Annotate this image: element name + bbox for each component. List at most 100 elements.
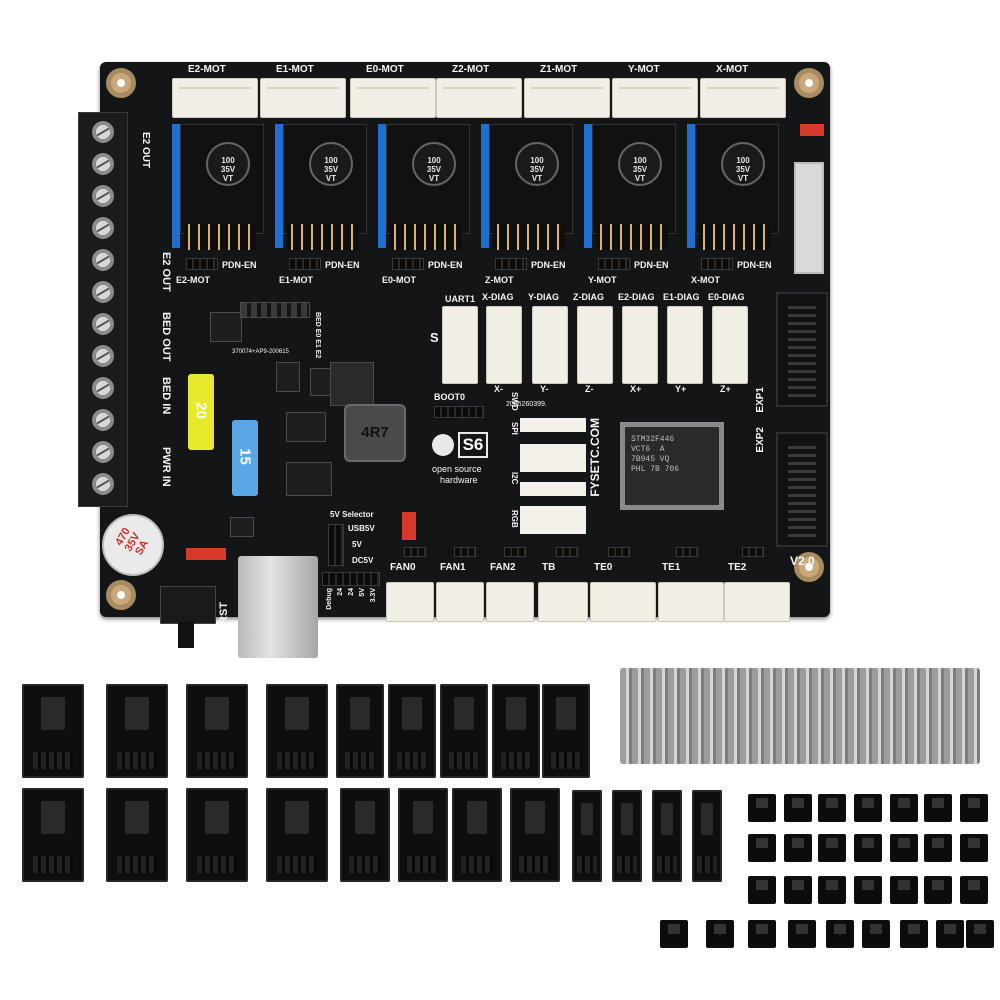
jumper-cap <box>854 876 882 904</box>
motor-label: Y-MOT <box>628 64 660 75</box>
endstop-connector[interactable] <box>532 306 568 384</box>
uart-connector[interactable] <box>442 306 478 384</box>
header-label: SPI <box>510 422 519 435</box>
jumper-cap <box>748 794 776 822</box>
fan-connector[interactable] <box>724 582 790 622</box>
fuse-rating: 15 <box>236 448 254 465</box>
terminal-screw[interactable] <box>92 409 114 431</box>
pdn-jumper[interactable] <box>495 258 527 270</box>
fan-connector[interactable] <box>486 582 534 622</box>
motor-connector[interactable] <box>524 78 610 118</box>
red-jumper[interactable] <box>402 512 416 540</box>
motor-connector[interactable] <box>260 78 346 118</box>
driver-pins <box>493 224 565 250</box>
endstop-connector[interactable] <box>622 306 658 384</box>
endstop-connector[interactable] <box>577 306 613 384</box>
terminal-screw[interactable] <box>92 281 114 303</box>
reset-button[interactable] <box>178 622 194 648</box>
smd-chip <box>286 412 326 442</box>
jumper-cap <box>960 834 988 862</box>
motor-connector[interactable] <box>172 78 258 118</box>
terminal-screw[interactable] <box>92 473 114 495</box>
terminal-screw[interactable] <box>92 345 114 367</box>
pdn-jumper[interactable] <box>701 258 733 270</box>
exp1-connector[interactable] <box>776 292 828 407</box>
terminal-screw[interactable] <box>92 249 114 271</box>
version-label: V2.0 <box>790 554 815 568</box>
terminal-screw[interactable] <box>92 441 114 463</box>
terminal-screw[interactable] <box>92 377 114 399</box>
endstop-connector[interactable] <box>486 306 522 384</box>
diag-label: Z-DIAG <box>573 292 604 302</box>
fan-connector[interactable] <box>386 582 434 622</box>
capacitor-marking: 100 35V VT <box>426 156 442 183</box>
motor-label: Z1-MOT <box>540 64 578 75</box>
motor-connector[interactable] <box>700 78 786 118</box>
connector-pins <box>707 87 779 99</box>
jumper-cap <box>784 794 812 822</box>
boot-jumper[interactable] <box>434 406 484 418</box>
fan-connector[interactable] <box>590 582 656 622</box>
jumper-cap <box>748 920 776 948</box>
rst-label: RST <box>218 602 230 624</box>
pdn-jumper[interactable] <box>186 258 218 270</box>
fuse-rating: 20 <box>192 402 210 419</box>
fan-jumper[interactable] <box>556 547 578 557</box>
connector-housing-small <box>692 790 722 882</box>
motor-connector[interactable] <box>436 78 522 118</box>
connector-pins <box>179 87 251 99</box>
red-jumper[interactable] <box>186 548 226 560</box>
capacitor-marking: 470 35V SA <box>113 525 152 558</box>
red-jumper[interactable] <box>800 124 824 136</box>
usb-port[interactable] <box>238 556 318 658</box>
pdn-jumper[interactable] <box>289 258 321 270</box>
endstop-label: X+ <box>630 384 642 394</box>
header-white[interactable] <box>520 418 586 432</box>
terminal-screw[interactable] <box>92 217 114 239</box>
fan-jumper[interactable] <box>504 547 526 557</box>
connector-housing <box>266 788 328 882</box>
fan-jumper[interactable] <box>454 547 476 557</box>
header-white[interactable] <box>520 482 586 496</box>
jumper-cap <box>784 876 812 904</box>
fan-jumper[interactable] <box>676 547 698 557</box>
terminal-screw[interactable] <box>92 313 114 335</box>
motor-connector[interactable] <box>612 78 698 118</box>
fan-jumper[interactable] <box>608 547 630 557</box>
debug-header[interactable] <box>322 572 380 586</box>
fan-connector[interactable] <box>436 582 484 622</box>
pdn-jumper[interactable] <box>598 258 630 270</box>
fan-connector[interactable] <box>538 582 588 622</box>
motor-label: E2-MOT <box>188 64 226 75</box>
motor-connector[interactable] <box>350 78 436 118</box>
smd-chip <box>230 517 254 537</box>
header-white[interactable] <box>520 506 586 534</box>
smd-chip <box>276 362 300 392</box>
exp2-connector[interactable] <box>776 432 828 547</box>
capacitor-marking: 100 35V VT <box>529 156 545 183</box>
header-white[interactable] <box>520 444 586 472</box>
endstop-connector[interactable] <box>712 306 748 384</box>
jumper-cap <box>854 834 882 862</box>
fan-jumper[interactable] <box>404 547 426 557</box>
debug-label: 24 <box>337 588 344 596</box>
mounting-hole <box>106 580 136 610</box>
fan-jumper[interactable] <box>742 547 764 557</box>
ribbon-connector[interactable] <box>794 162 824 274</box>
terminal-screw[interactable] <box>92 121 114 143</box>
jumper-cap <box>784 834 812 862</box>
selector-option: 5V <box>352 540 362 549</box>
fan-connector[interactable] <box>658 582 724 622</box>
reset-button-body <box>160 586 216 624</box>
pdn-jumper[interactable] <box>392 258 424 270</box>
selector-header[interactable] <box>328 524 344 566</box>
endstop-connector[interactable] <box>667 306 703 384</box>
diag-label: X-DIAG <box>482 292 514 302</box>
side-label: PWR IN <box>160 447 172 487</box>
terminal-screw[interactable] <box>92 153 114 175</box>
header-label: SWD <box>510 392 519 411</box>
pdn-label: PDN-EN <box>428 260 463 270</box>
terminal-screw[interactable] <box>92 185 114 207</box>
connector-housing <box>106 684 168 778</box>
driver-capacitor: 100 35V VT <box>515 142 559 186</box>
